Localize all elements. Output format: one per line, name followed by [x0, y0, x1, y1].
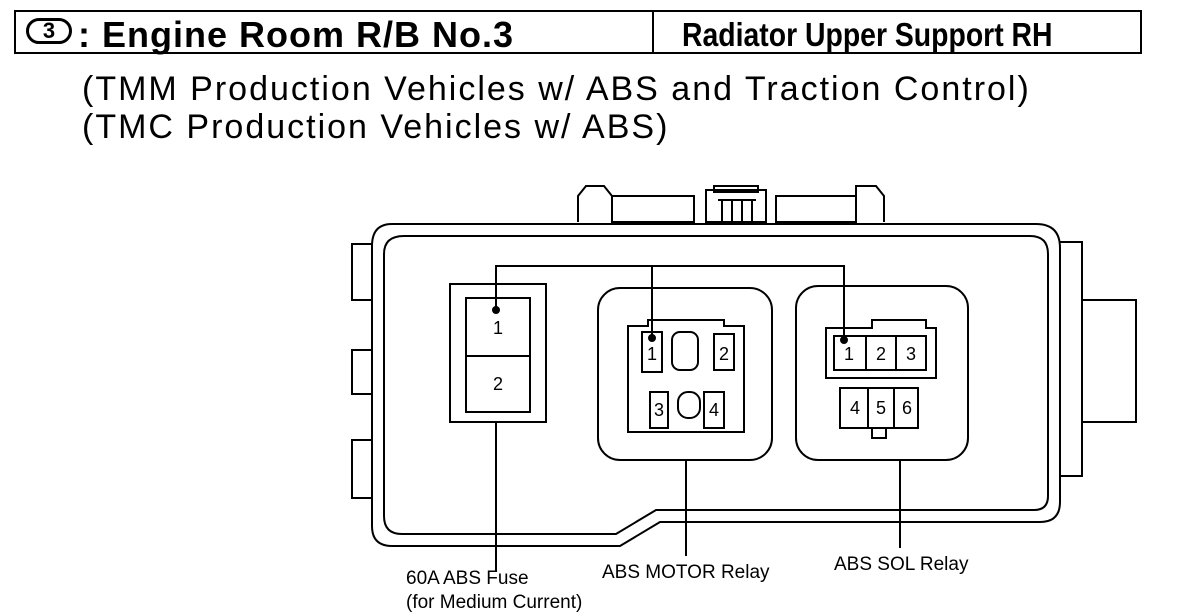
- sol-terminal-5: 5: [876, 398, 886, 418]
- fuse-terminal-1: 1: [493, 318, 503, 338]
- abs-motor-relay: [597, 287, 773, 461]
- connection-wires: [495, 265, 845, 340]
- fuse-label-detail: (for Medium Current): [406, 592, 582, 613]
- page-title: : Engine Room R/B No.3: [78, 14, 514, 55]
- abs-fuse: [449, 283, 547, 423]
- fuse-terminal-2: 2: [493, 374, 503, 394]
- block-number-badge: 3: [26, 18, 72, 44]
- sol-terminal-1: 1: [844, 344, 854, 364]
- component-labels: 60A ABS Fuse (for Medium Current) ABS MO…: [406, 554, 969, 613]
- abs-sol-relay: [795, 285, 969, 461]
- motor-terminal-3: 3: [654, 400, 664, 420]
- motor-terminal-1: 1: [647, 344, 657, 364]
- housing-outline: [351, 223, 1137, 547]
- sol-terminal-2: 2: [876, 344, 886, 364]
- header-left-cell: 3 : Engine Room R/B No.3: [16, 12, 654, 55]
- fuse-label: 60A ABS Fuse: [406, 568, 529, 589]
- motor-terminal-2: 2: [719, 344, 729, 364]
- sol-terminal-3: 3: [906, 344, 916, 364]
- terminal-numbers: 1 2 1 2 3 4 1 2 3 4 5 6: [493, 318, 916, 420]
- subtitle-tmc: (TMC Production Vehicles w/ ABS): [82, 108, 670, 146]
- header-bar: 3 : Engine Room R/B No.3 Radiator Upper …: [14, 10, 1142, 55]
- motor-terminal-4: 4: [709, 400, 719, 420]
- sol-terminal-4: 4: [850, 398, 860, 418]
- leader-lines: [495, 422, 901, 572]
- sol-relay-label: ABS SOL Relay: [834, 554, 969, 575]
- subtitle-tmm: (TMM Production Vehicles w/ ABS and Trac…: [82, 70, 1031, 108]
- top-connectors: [577, 185, 885, 223]
- location-label: Radiator Upper Support RH: [682, 16, 1053, 53]
- motor-relay-label: ABS MOTOR Relay: [602, 562, 770, 583]
- sol-terminal-6: 6: [902, 398, 912, 418]
